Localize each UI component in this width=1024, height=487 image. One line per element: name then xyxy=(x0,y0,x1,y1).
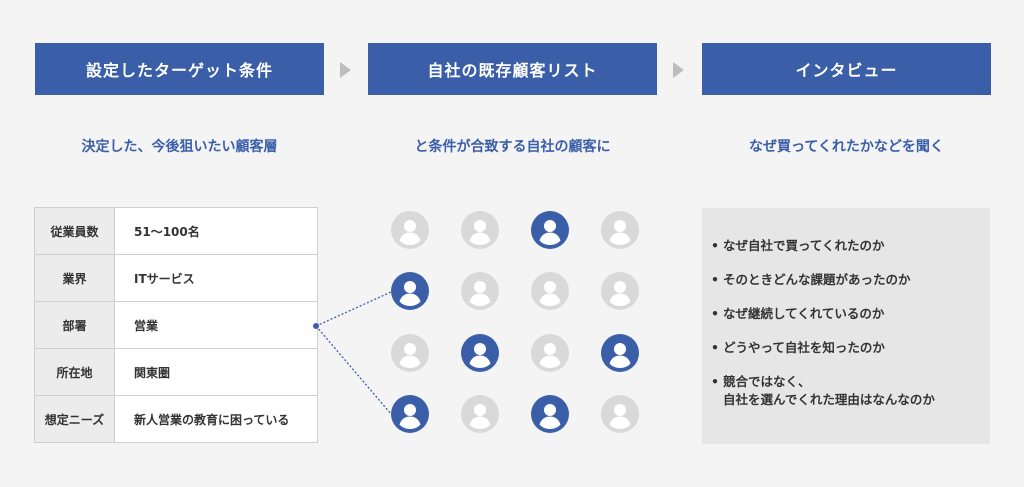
customer-avatar-icon-highlighted xyxy=(391,395,429,433)
list-item: • そのときどんな課題があったのか xyxy=(711,271,990,289)
connector-line xyxy=(315,325,392,415)
table-key: 従業員数 xyxy=(34,207,115,255)
customer-avatar-icon-highlighted xyxy=(601,334,639,372)
customer-avatar-icon xyxy=(461,211,499,249)
connector-line xyxy=(315,291,392,327)
list-item: • なぜ継続してくれているのか xyxy=(711,305,990,323)
customer-avatar-icon xyxy=(601,272,639,310)
list-item: • どうやって自社を知ったのか xyxy=(711,339,990,357)
customer-avatar-icon xyxy=(461,272,499,310)
connector-dot xyxy=(313,323,319,329)
step-2-title: 自社の既存顧客リスト xyxy=(427,61,598,80)
customer-avatar-icon xyxy=(601,395,639,433)
list-item: • なぜ自社で買ってくれたのか xyxy=(711,237,990,255)
step-1-header: 設定したターゲット条件 xyxy=(35,43,324,95)
table-key: 業界 xyxy=(34,254,115,302)
step-3-header: インタビュー xyxy=(702,43,991,95)
bullet: • xyxy=(711,340,719,355)
arrow-right-icon xyxy=(340,62,351,78)
interview-panel: • なぜ自社で買ってくれたのか • そのときどんな課題があったのか • なぜ継続… xyxy=(702,208,990,444)
table-value: 新人営業の教育に困っている xyxy=(114,395,318,443)
arrow-right-icon xyxy=(673,62,684,78)
bullet: • xyxy=(711,238,719,253)
bullet: • xyxy=(711,374,719,389)
table-row: 従業員数 51～100名 xyxy=(34,207,318,255)
customer-avatar-icon xyxy=(461,395,499,433)
interview-list: • なぜ自社で買ってくれたのか • そのときどんな課題があったのか • なぜ継続… xyxy=(702,208,990,409)
customer-avatar-icon-highlighted xyxy=(531,211,569,249)
list-item-text-continued: 自社を選んでくれた理由はなんなのか xyxy=(723,392,935,407)
table-key: 想定ニーズ xyxy=(34,395,115,443)
step-1-subtitle: 決定した、今後狙いたい顧客層 xyxy=(81,139,278,155)
table-key: 部署 xyxy=(34,301,115,349)
table-key: 所在地 xyxy=(34,348,115,396)
step-2-subtitle: と条件が合致する自社の顧客に xyxy=(414,139,611,155)
list-item-text: どうやって自社を知ったのか xyxy=(723,340,885,355)
step-3-subtitle: なぜ買ってくれたかなどを聞く xyxy=(749,139,944,155)
table-row: 想定ニーズ 新人営業の教育に困っている xyxy=(34,395,318,443)
customer-avatar-icon xyxy=(601,211,639,249)
customer-avatar-icon-highlighted xyxy=(531,395,569,433)
target-conditions-table: 従業員数 51～100名 業界 ITサービス 部署 営業 所在地 関東圏 想定ニ… xyxy=(34,207,318,443)
list-item-text: 競合ではなく、 xyxy=(723,374,811,389)
table-value: 営業 xyxy=(114,301,318,349)
customer-avatar-icon xyxy=(531,334,569,372)
list-item-text: そのときどんな課題があったのか xyxy=(723,272,911,287)
table-row: 部署 営業 xyxy=(34,301,318,349)
bullet: • xyxy=(711,272,719,287)
customer-avatar-icon-highlighted xyxy=(461,334,499,372)
customer-avatar-icon xyxy=(391,211,429,249)
step-1-title: 設定したターゲット条件 xyxy=(85,61,273,80)
list-item: • 競合ではなく、 自社を選んでくれた理由はなんなのか xyxy=(711,373,990,409)
customer-avatar-icon-highlighted xyxy=(391,272,429,310)
bullet: • xyxy=(711,306,719,321)
table-row: 業界 ITサービス xyxy=(34,254,318,302)
list-item-text: なぜ継続してくれているのか xyxy=(723,306,885,321)
step-2-header: 自社の既存顧客リスト xyxy=(368,43,657,95)
customer-avatar-icon xyxy=(531,272,569,310)
table-value: 関東圏 xyxy=(114,348,318,396)
customer-avatar-icon xyxy=(391,334,429,372)
list-item-text: なぜ自社で買ってくれたのか xyxy=(723,238,885,253)
table-row: 所在地 関東圏 xyxy=(34,348,318,396)
step-3-title: インタビュー xyxy=(795,61,898,80)
